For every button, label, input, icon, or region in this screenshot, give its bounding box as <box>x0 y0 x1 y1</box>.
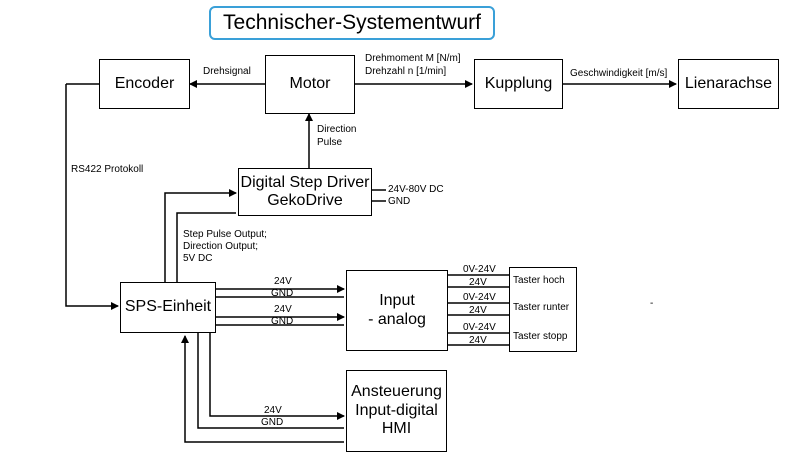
label-range-2: 0V-24V <box>463 292 496 303</box>
label-direction-output: Direction Output; <box>183 241 259 252</box>
arrow-sps-driver-1 <box>164 189 237 282</box>
label-hmi-24v: 24V <box>264 405 282 416</box>
input-analog-line1: Input <box>379 292 415 310</box>
step-driver-box: Digital Step Driver GekoDrive <box>238 168 372 216</box>
sps-box: SPS-Einheit <box>120 282 216 333</box>
diagram-title: Technischer-Systementwurf <box>209 6 495 40</box>
label-out-2: 24V <box>469 305 487 316</box>
arrow-hmi-sps <box>181 335 344 443</box>
label-out-3: 24V <box>469 335 487 346</box>
label-sps-gnd-a: GND <box>271 288 294 299</box>
arrow-sps-driver-2 <box>176 212 236 282</box>
label-sps-24v-a: 24V <box>274 276 292 287</box>
taster-runter: Taster runter <box>513 302 570 313</box>
arrow-encoder-sps <box>65 84 119 310</box>
label-supply-voltage: 24V-80V DC <box>388 184 444 195</box>
step-driver-model: GekoDrive <box>267 192 343 209</box>
label-pulse: Pulse <box>317 137 343 148</box>
label-range-1: 0V-24V <box>463 264 496 275</box>
arrow-sps-hmi <box>209 333 345 420</box>
label-rs422: RS422 Protokoll <box>71 164 144 175</box>
label-drehsignal: Drehsignal <box>203 66 251 77</box>
taster-box <box>509 267 577 352</box>
hmi-box: Ansteuerung Input-digital HMI <box>346 370 447 452</box>
step-driver-name: Digital Step Driver <box>240 173 370 191</box>
label-direction: Direction <box>317 124 357 135</box>
motor-box: Motor <box>265 55 355 114</box>
encoder-box: Encoder <box>99 59 190 109</box>
stray-dash: - <box>650 298 654 309</box>
taster-hoch: Taster hoch <box>513 275 565 286</box>
label-geschwindigkeit: Geschwindigkeit [m/s] <box>570 68 668 79</box>
label-drehmoment: Drehmoment M [N/m] <box>365 53 461 64</box>
label-sps-gnd-b: GND <box>271 316 294 327</box>
input-analog-line2: - analog <box>368 310 426 328</box>
label-out-1: 24V <box>469 277 487 288</box>
hmi-line2: Input-digital <box>355 401 438 419</box>
kupplung-box: Kupplung <box>474 59 563 109</box>
taster-stopp: Taster stopp <box>513 331 568 342</box>
label-supply-gnd: GND <box>388 196 411 207</box>
label-hmi-gnd: GND <box>261 417 284 428</box>
hmi-line3: HMI <box>381 420 412 438</box>
input-analog-box: Input - analog <box>346 270 448 351</box>
label-sps-24v-b: 24V <box>274 304 292 315</box>
label-logic-voltage: 5V DC <box>183 253 213 264</box>
lienarachse-box: Lienarachse <box>678 59 779 109</box>
label-range-3: 0V-24V <box>463 322 496 333</box>
label-drehzahl: Drehzahl n [1/min] <box>365 66 447 77</box>
hmi-line1: Ansteuerung <box>351 383 442 401</box>
label-step-pulse: Step Pulse Output; <box>183 229 267 240</box>
